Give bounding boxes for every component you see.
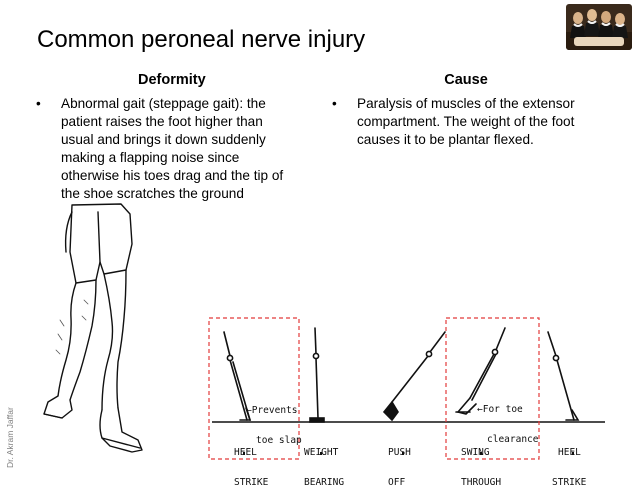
text-line: Paralysis of muscles of the extensor — [357, 96, 575, 111]
phase-label-line: HEEL — [558, 447, 581, 458]
text-line: Abnormal gait (steppage gait): the — [61, 96, 266, 111]
phase-tick-marks — [243, 452, 574, 455]
text-line: otherwise his toes drag and the tip of — [61, 168, 284, 183]
text-line: usual and brings it down suddenly — [61, 132, 266, 147]
phase-label-swing-through: SWING THROUGH — [461, 428, 501, 498]
text-line: the shoe scratches the ground — [61, 186, 244, 201]
steppage-gait-legs-illustration — [43, 203, 143, 453]
toe-clearance-annotation: ←For toe clearance — [477, 385, 538, 455]
phase-label-line: WEIGHT — [304, 447, 339, 458]
heel-strike-highlight-box — [208, 317, 300, 460]
deformity-text: Abnormal gait (steppage gait): the patie… — [61, 95, 283, 203]
slide-title: Common peroneal nerve injury — [37, 26, 366, 53]
annotation-line: ←Prevents — [246, 405, 298, 416]
phase-label-weight-bearing: WEIGHT BEARING — [304, 428, 344, 498]
text-line: causes it to be plantar flexed. — [357, 132, 534, 147]
cause-heading: Cause — [444, 72, 488, 88]
weight-bearing-stick-leg — [309, 327, 325, 423]
phase-label-line: OFF — [388, 477, 406, 488]
phase-label-heel-strike: HEEL STRIKE — [234, 428, 268, 498]
phase-label-line: BEARING — [304, 477, 345, 488]
phase-label-line: PUSH — [388, 447, 411, 458]
phase-label-push-off: PUSH OFF — [388, 428, 411, 498]
bullet-marker: • — [36, 96, 41, 111]
phase-label-line: STRIKE — [234, 477, 269, 488]
phase-label-line: HEEL — [234, 447, 257, 458]
cause-text: Paralysis of muscles of the extensor com… — [357, 95, 575, 149]
heel-strike-stick-leg — [223, 331, 252, 421]
annotation-line: clearance — [487, 434, 539, 445]
text-line: compartment. The weight of the foot — [357, 114, 575, 129]
final-heel-strike-stick-leg — [547, 331, 580, 421]
phase-label-heel-strike-final: HEEL STRIKE — [552, 428, 586, 498]
push-off-stick-leg — [382, 331, 446, 422]
bullet-marker: • — [332, 96, 337, 111]
deformity-bullet: • Abnormal gait (steppage gait): the pat… — [36, 95, 326, 205]
text-line: patient raises the foot higher than — [61, 114, 263, 129]
phase-label-line: STRIKE — [552, 477, 587, 488]
anatomy-painting-thumbnail — [566, 4, 632, 50]
phase-label-line: THROUGH — [461, 477, 502, 488]
cause-bullet: • Paralysis of muscles of the extensor c… — [332, 95, 622, 155]
deformity-heading: Deformity — [138, 72, 206, 88]
swing-through-highlight-box — [445, 317, 540, 460]
annotation-line: toe slap — [256, 435, 302, 446]
text-line: making a flapping noise since — [61, 150, 240, 165]
phase-label-line: SWING — [461, 447, 490, 458]
annotation-line: ←For toe — [477, 404, 523, 415]
swing-through-stick-leg — [455, 327, 506, 415]
prevents-toe-slap-annotation: ←Prevents toe slap — [246, 386, 302, 456]
